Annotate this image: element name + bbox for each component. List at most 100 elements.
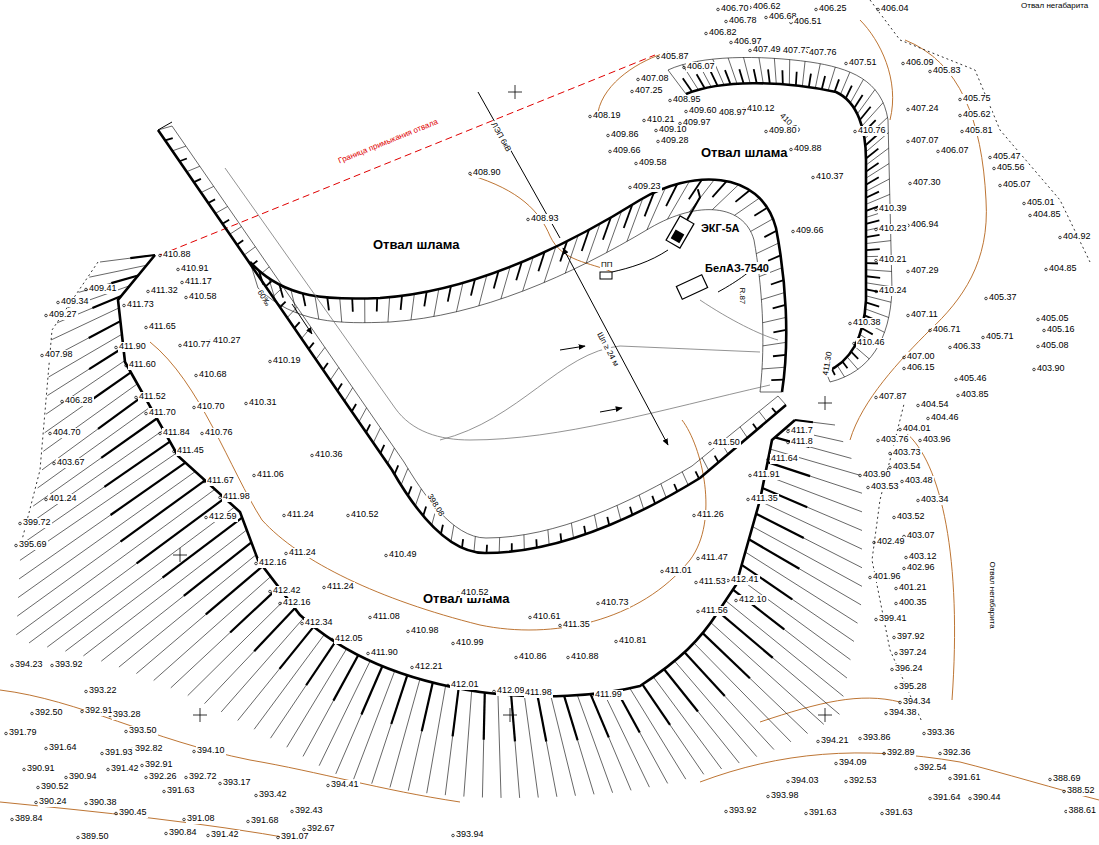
elevation-mark: 388.69	[1052, 774, 1082, 784]
elevation-mark: 391.42	[210, 830, 240, 840]
hatch-line	[735, 198, 760, 215]
hatch-line	[434, 289, 439, 316]
excavator-cab	[671, 230, 685, 244]
bench-lines	[16, 57, 892, 798]
elevation-mark: 410.37	[815, 172, 845, 182]
hatch-line	[627, 198, 643, 241]
survey-point	[885, 712, 888, 715]
cable	[612, 250, 668, 272]
hatch-line	[388, 297, 390, 322]
survey-point	[889, 452, 892, 455]
hatch-line	[697, 74, 705, 88]
hatch-line	[238, 627, 314, 721]
elevation-mark: 395.28	[898, 682, 928, 692]
elevation-mark: 388.52	[1066, 786, 1096, 796]
hatch-line	[83, 530, 246, 656]
survey-point	[895, 602, 898, 605]
grid-cross	[503, 708, 517, 722]
elevation-mark: 411.56	[700, 606, 729, 616]
excavator-symbol	[666, 188, 710, 248]
hatch-line	[642, 684, 703, 774]
hatch-line	[538, 696, 557, 797]
hatch-line	[781, 70, 783, 84]
hatch-line	[294, 322, 299, 328]
hatch-line	[564, 696, 577, 740]
survey-point	[1049, 778, 1052, 781]
hatch-group	[668, 57, 892, 382]
elevation-mark: 403.73	[892, 448, 922, 458]
survey-point	[767, 795, 770, 798]
hatch-line	[215, 207, 227, 214]
elevation-mark: 405.81	[964, 126, 994, 136]
elevation-mark: 392.50	[34, 708, 64, 718]
hatch-line	[850, 79, 863, 103]
hatch-line	[591, 694, 632, 790]
elevation-mark: 410.70	[196, 402, 226, 412]
elevation-mark: 410.81	[618, 636, 648, 646]
hatch-line	[46, 361, 125, 415]
hatch-line	[422, 683, 433, 732]
survey-point	[817, 740, 820, 743]
hatch-line	[391, 675, 407, 724]
hatch-line	[754, 69, 757, 83]
hatch-line	[201, 186, 214, 192]
survey-point	[107, 768, 110, 771]
direction-arrows	[292, 92, 760, 445]
survey-point	[693, 514, 696, 517]
survey-point	[173, 450, 176, 453]
elevation-mark: 394.41	[330, 780, 360, 790]
survey-point	[655, 129, 658, 132]
elevation-mark: 405.75	[962, 94, 992, 104]
survey-point	[193, 406, 196, 409]
elevation-mark: 405.56	[996, 163, 1026, 173]
survey-point	[895, 652, 898, 655]
survey-point	[269, 360, 272, 363]
elevation-mark: 391.63	[808, 808, 838, 818]
hatch-line	[753, 527, 862, 587]
hatch-line	[866, 302, 879, 306]
survey-point	[61, 400, 64, 403]
elevation-mark: 410.23	[878, 224, 908, 234]
hatch-line	[29, 498, 225, 643]
hatch-line	[765, 475, 862, 512]
elevation-mark: 405.07	[1002, 180, 1032, 190]
survey-point	[447, 684, 450, 687]
hatch-line	[121, 480, 206, 541]
hatch-line	[453, 688, 459, 736]
hatch-line	[735, 190, 749, 202]
elevation-mark: 408.19	[592, 111, 622, 121]
survey-point	[805, 812, 808, 815]
survey-point	[859, 474, 862, 477]
survey-point	[907, 270, 910, 273]
elevation-mark: 394.21	[820, 736, 850, 746]
hatch-line	[607, 517, 609, 525]
survey-point	[883, 752, 886, 755]
elevation-mark: 410.49	[388, 550, 418, 560]
survey-point	[727, 579, 730, 582]
survey-point	[869, 576, 872, 579]
hatch-line	[271, 642, 336, 738]
elevation-mark: 411.17	[184, 277, 213, 287]
hatch-line	[163, 518, 243, 578]
bench-crest	[686, 83, 866, 372]
hatch-line	[630, 688, 686, 779]
survey-point	[909, 182, 912, 185]
elevation-mark: 410.24	[878, 286, 908, 296]
elevation-mark: 409.88	[793, 144, 823, 154]
survey-point	[631, 90, 634, 93]
elevation-mark: 410.88	[162, 250, 192, 260]
elevation-mark: 404.70	[52, 428, 82, 438]
elevation-mark: 401.21	[898, 583, 928, 593]
elevation-mark: 404.01	[902, 424, 932, 434]
survey-point	[903, 356, 906, 359]
hatch-line	[624, 205, 632, 228]
elevation-mark: 408.95	[672, 95, 702, 105]
elevation-mark: 409.86	[610, 130, 640, 140]
hatch-line	[835, 79, 839, 91]
elevation-mark: 391.42	[110, 764, 140, 774]
hatch-line	[866, 296, 891, 302]
elevation-mark: 411.24	[326, 582, 355, 592]
bench-crest	[158, 130, 786, 553]
survey-point	[45, 498, 48, 501]
elevation-mark: 399.41	[878, 614, 908, 624]
